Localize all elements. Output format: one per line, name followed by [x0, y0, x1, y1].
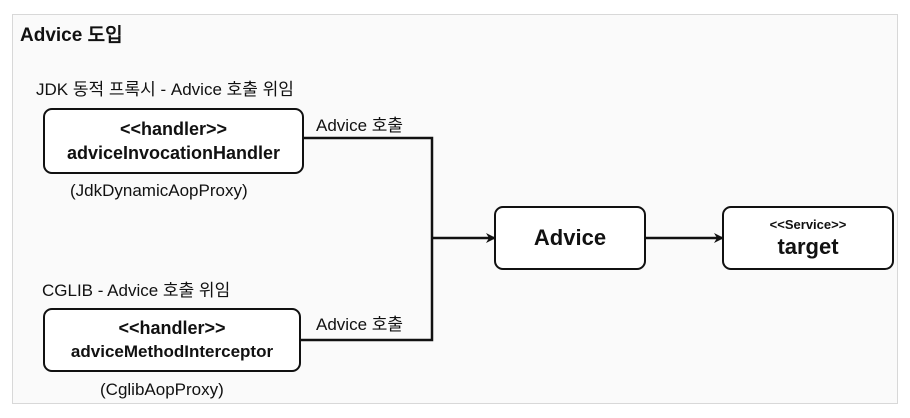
target-node[interactable]: <<Service>> target [722, 206, 894, 270]
cglib-handler-node[interactable]: <<handler>> adviceMethodInterceptor [43, 308, 301, 372]
edge-label-cglib: Advice 호출 [316, 315, 404, 334]
cglib-handler-name: adviceMethodInterceptor [70, 342, 274, 361]
cglib-handler-caption: (CglibAopProxy) [100, 380, 224, 399]
edge-label-jdk: Advice 호출 [316, 116, 404, 135]
edge-jdk-to-advice [304, 136, 434, 238]
cglib-section-heading: CGLIB - Advice 호출 위임 [42, 281, 231, 300]
jdk-handler-name: adviceInvocationHandler [66, 143, 281, 163]
diagram-title: Advice 도입 [20, 25, 123, 46]
jdk-handler-caption: (JdkDynamicAopProxy) [70, 181, 248, 200]
jdk-section-heading: JDK 동적 프록시 - Advice 호출 위임 [36, 80, 294, 99]
edge-cglib-to-advice [301, 238, 434, 342]
jdk-handler-node[interactable]: <<handler>> adviceInvocationHandler [43, 108, 304, 174]
cglib-handler-stereotype: <<handler>> [118, 318, 226, 338]
advice-node-label: Advice [533, 225, 607, 250]
target-stereotype: <<Service>> [769, 217, 847, 232]
target-name: target [777, 234, 839, 259]
advice-node[interactable]: Advice [494, 206, 646, 270]
jdk-handler-stereotype: <<handler>> [119, 119, 228, 139]
